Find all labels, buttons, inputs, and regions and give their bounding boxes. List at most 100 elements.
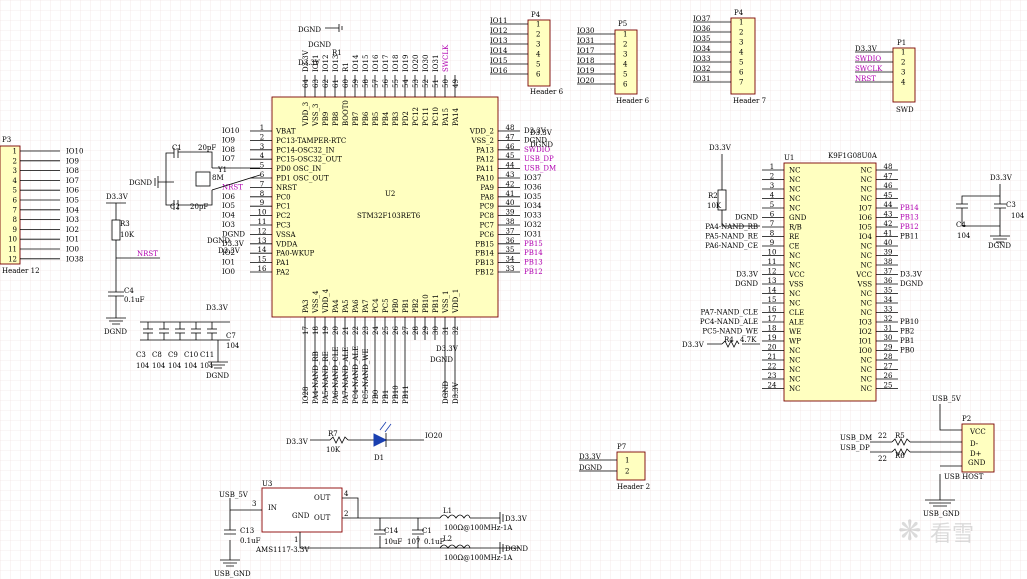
u2-left-pin-name: NRST <box>276 184 297 192</box>
nand-r2-ref: R2 <box>708 192 718 200</box>
u2-top-pin-number: 60 <box>342 79 350 88</box>
header-pin-number: 4 <box>901 79 906 87</box>
reset-circuit[interactable]: D3.3V R3 10K NRST C4 0.1uF DGND <box>104 193 160 336</box>
header-p3-body <box>0 145 21 265</box>
u1-left-pin-number: 2 <box>770 173 774 181</box>
regulator-pin3: 3 <box>252 500 256 508</box>
u2-right-pin-net: PB14 <box>524 249 543 257</box>
u2-left-pin-net: IO7 <box>222 155 235 163</box>
header-pin-number: 6 <box>623 81 628 89</box>
usb-host-wires <box>939 404 962 500</box>
u2-top-pin-number: 56 <box>382 79 390 88</box>
u1-right-pin-number: 42 <box>884 220 893 228</box>
header-p4b[interactable]: P4 Header 7 1IO372IO363IO354IO345IO336IO… <box>693 9 766 105</box>
header-p4a-ref: P4 <box>531 11 541 19</box>
u1-right-pin-net: PB1 <box>900 337 914 345</box>
header-pin-number: 8 <box>13 216 17 224</box>
u2-right-pin-number: 47 <box>506 133 515 141</box>
reg-c16-ref: C1 <box>422 527 432 535</box>
u1-right-pin-number: 43 <box>884 211 893 219</box>
status-led[interactable]: D3.3V R7 10K D1 IO20 <box>286 421 442 462</box>
usb-host-p2[interactable]: P2 USB HOST VCC D- D+ GND USB_5V USB_GND <box>923 395 995 518</box>
u2-top-dgnd-2: DGND <box>308 41 331 49</box>
u2-right-pin-net: IO34 <box>524 202 542 210</box>
u2-left-pin-number: 1 <box>260 124 264 132</box>
regulator-gnd-label: USB_GND <box>214 570 251 578</box>
u1-right-pin-name: IO4 <box>859 233 873 241</box>
u2-top-pin-net: R1 <box>342 62 350 72</box>
u1-right-pin-name: IO3 <box>859 319 872 327</box>
u2-top-pin-net: D3.3V <box>302 49 310 72</box>
watermark-text: 看雪 <box>930 522 974 547</box>
u2-top-pin-number: 59 <box>352 79 360 88</box>
u1-left-pin-name: CE <box>789 243 799 251</box>
u1-right-pin-number: 30 <box>884 334 893 342</box>
decap-value: 104 <box>152 362 166 370</box>
u2-top-pin-number: 62 <box>322 79 330 88</box>
u2-left-pin-net: D3.3V <box>222 240 245 248</box>
nand-pullup-r2 <box>717 189 727 211</box>
u2-top-pin-number: 63 <box>312 79 320 88</box>
reset-c4-ref: C4 <box>124 287 134 295</box>
u1-left-pin-name: NC <box>789 290 800 298</box>
u2-bottom-pin-net: PC5-NAND_WE <box>362 348 370 404</box>
crystal-y1[interactable]: Y1 8M C1 20pF C2 20pF DGND <box>129 144 261 211</box>
header-pin-number: 1 <box>536 21 540 29</box>
u2-top-pin-net: IO19 <box>402 55 410 72</box>
u1-left-pin-number: 5 <box>770 201 774 209</box>
header-pin-number: 3 <box>13 167 17 175</box>
u2-bottom-pin-name: PB11 <box>432 294 440 313</box>
u2-top-r1: R1 <box>332 49 342 57</box>
header-pin-net: IO1 <box>66 236 79 244</box>
regulator-pin2: 2 <box>344 510 348 518</box>
usb-series-resistors[interactable]: USB_DM USB_DP 22 R5 22 R6 <box>840 432 962 463</box>
u2-bottom-pin-name: PA5 <box>342 299 350 313</box>
crystal-ref: Y1 <box>217 166 227 174</box>
regulator-u3[interactable]: U3 IN GND OUT OUT AMS1117-3.3V 3 1 4 2 U… <box>214 480 528 578</box>
header-pin-net: IO38 <box>66 255 83 263</box>
u2-right-pin-number: 39 <box>506 209 515 217</box>
u2-bottom-pin-net: PB11 <box>402 385 410 404</box>
u1-right-pin-name: NC <box>861 385 872 393</box>
u2-right-pin-net: USB_DM <box>524 165 556 173</box>
header-pin-number: 5 <box>13 187 17 195</box>
decap-value: 104 <box>168 362 182 370</box>
u1-right-pin-number: 32 <box>884 315 893 323</box>
usb-host-5v-net: USB_5V <box>932 395 962 403</box>
header-pin-net: SWDIO <box>855 55 881 63</box>
nand-side-circuit[interactable]: D3.3V R2 10K D3.3V R4 4.7K <box>682 144 760 349</box>
u2-bottom-pin-net: PA6-NAND_CLE <box>332 347 340 404</box>
nand-r4-ref: R4 <box>724 336 734 344</box>
watermark: ❋ 看雪 <box>898 514 974 547</box>
u1-left-pin-net: DGND <box>735 280 758 288</box>
u2-top-pin-name: PD2 <box>402 111 410 126</box>
reg-l2-ref: L2 <box>443 535 452 543</box>
header-p4a-title: Header 6 <box>530 88 564 96</box>
u2-left-pin-name: PC1 <box>276 203 291 211</box>
nand-decoupling[interactable]: D3.3V C4 104 C3 104 DGND <box>956 174 1025 250</box>
led-light-arrows <box>379 421 392 433</box>
regulator-gnd: GND <box>292 512 310 520</box>
header-p4a[interactable]: P4 Header 6 1IO112IO123IO134IO145IO156IO… <box>490 11 564 96</box>
u2-top-pin-net: IO13 <box>332 55 340 72</box>
u2-left-pin-name: PC15-OSC32_OUT <box>276 156 342 164</box>
decap-value: 104 <box>184 362 198 370</box>
u2-right-pin-name: VDD_2 <box>469 128 494 136</box>
u2-right-pin-name: PA12 <box>476 156 494 164</box>
u1-left-pin-name: VSS <box>788 281 804 289</box>
u1-left-pin-number: 22 <box>768 363 777 371</box>
u2-bottom-pin-name: PB2 <box>412 299 420 313</box>
header-pin-number: 1 <box>625 457 629 465</box>
u2-bottom-pin-number: 27 <box>402 326 410 335</box>
led-r7-value: 10K <box>326 446 341 454</box>
u2-top-pin-net: SWCLK <box>442 44 450 72</box>
header-p5[interactable]: P5 Header 6 1IO302IO313IO174IO185IO196IO… <box>577 20 650 105</box>
